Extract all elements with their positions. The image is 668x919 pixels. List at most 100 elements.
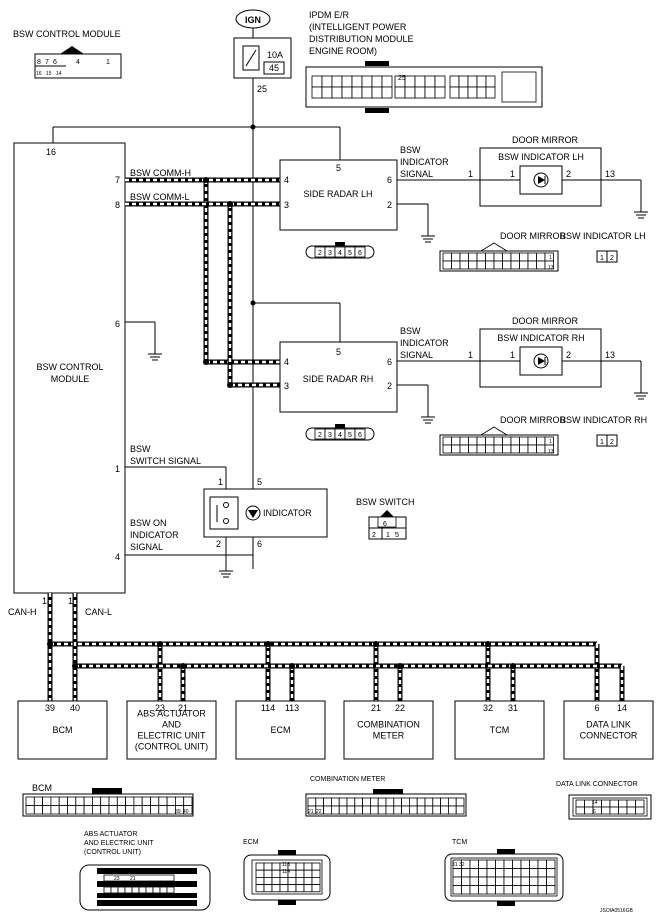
connector-cell	[346, 797, 356, 807]
connector-cell	[467, 75, 478, 88]
connector-cell	[295, 884, 305, 893]
connector-cell	[311, 869, 321, 878]
svg-text:IPDM E/R: IPDM E/R	[309, 10, 350, 20]
radar-rh-label: SIDE RADAR RH	[303, 374, 374, 384]
connector-cell	[575, 806, 585, 815]
connector-cell	[461, 868, 471, 878]
connector-cell	[486, 868, 496, 878]
connector-cell	[546, 868, 556, 878]
connector-cell	[125, 805, 135, 815]
radar-connector-pin: 5	[348, 250, 352, 257]
svg-text:(CONTROL UNIT): (CONTROL UNIT)	[84, 849, 141, 856]
connector-cell	[279, 877, 289, 886]
bsw-conn-4: 4	[76, 59, 80, 66]
connector-cell	[485, 252, 495, 262]
svg-text:6: 6	[387, 175, 392, 185]
unit-dlc-box	[563, 700, 654, 760]
svg-text:DOOR MIRROR: DOOR MIRROR	[512, 316, 578, 326]
svg-text:SIGNAL: SIGNAL	[400, 350, 433, 360]
connector-cell	[469, 885, 479, 895]
can-bus	[47, 593, 625, 701]
unit-bcm-pin: 39	[45, 703, 55, 713]
connector-cell	[338, 805, 348, 815]
bsw-module-connector: BSW CONTROL MODULE 8 7 6 4 1 16 15 14	[13, 29, 122, 79]
comm-l-wire-outer	[125, 201, 280, 388]
svg-text:3: 3	[284, 200, 289, 210]
connector-cell	[468, 436, 478, 446]
fuse-block: 10A 45 25	[233, 37, 292, 94]
connector-cell	[183, 796, 193, 806]
connector-cell	[369, 797, 379, 807]
unit-tcm-pin: 32	[483, 703, 493, 713]
connector-cell	[408, 805, 418, 815]
connector-cell	[393, 797, 402, 807]
connector-cell	[485, 444, 495, 454]
svg-text:2: 2	[216, 539, 221, 549]
svg-text:13: 13	[605, 350, 615, 360]
connector-cell	[338, 797, 348, 807]
connector-cell	[271, 869, 281, 878]
connector-cell	[341, 86, 353, 99]
svg-text:1: 1	[510, 350, 515, 360]
radar-connector-pin: 3	[328, 432, 332, 439]
connector-cell	[529, 876, 539, 886]
unit-abs-box	[126, 700, 217, 760]
connector-cell	[295, 877, 305, 886]
connector-cell	[626, 799, 636, 808]
unit-abs-pin: 21	[178, 703, 188, 713]
connector-cell	[469, 859, 479, 869]
connector-cell	[609, 806, 619, 815]
connector-cell	[100, 796, 110, 806]
comm-l-label: BSW COMM-L	[130, 192, 190, 202]
connector-cell	[486, 859, 496, 869]
connector-cell	[495, 885, 505, 895]
svg-text:6: 6	[387, 357, 392, 367]
connector-cell	[486, 885, 496, 895]
connector-cell	[442, 444, 452, 454]
can-l-label: CAN-L	[85, 607, 112, 617]
unit-ecm-box	[235, 700, 326, 760]
svg-text:BSW: BSW	[400, 326, 421, 336]
connector-cell	[527, 252, 537, 262]
bsw-pin-4: 4	[115, 552, 120, 562]
connector-cell	[83, 805, 93, 815]
connector-cell	[158, 796, 168, 806]
connector-cell	[381, 75, 393, 88]
radar-connector-pin: 6	[358, 250, 362, 257]
connector-cell	[346, 805, 356, 815]
connector-cell	[447, 805, 457, 815]
connector-cell	[255, 862, 265, 871]
connector-cell	[404, 75, 416, 88]
connector-cell	[323, 797, 332, 807]
connector-cell	[330, 805, 340, 815]
svg-text:2: 2	[387, 381, 392, 391]
connector-cell	[493, 436, 503, 446]
connector-cell	[42, 796, 52, 806]
radar-connector-cell	[354, 428, 366, 440]
connector-cell	[287, 877, 297, 886]
connector-cell	[447, 797, 457, 807]
fuse-rating: 10A	[267, 50, 283, 60]
connector-cell	[351, 86, 363, 99]
connector-cell	[424, 805, 434, 815]
can-splice-7	[289, 663, 295, 669]
bsw-conn-16: 16	[36, 71, 42, 77]
connector-cell	[455, 805, 465, 815]
bsw-conn-7: 7	[45, 59, 49, 66]
connector-cell	[432, 805, 441, 815]
connector-cell	[311, 877, 321, 886]
svg-text:5: 5	[257, 477, 262, 487]
connector-cell	[510, 252, 520, 262]
connector-cell	[476, 436, 486, 446]
connector-cell	[414, 75, 426, 88]
connector-cell	[536, 252, 546, 262]
svg-text:113: 113	[282, 862, 290, 868]
connector-cell	[512, 876, 522, 886]
svg-text:22: 22	[316, 809, 322, 815]
connector-cell	[303, 877, 313, 886]
switch-signals: BSW SWITCH SIGNAL BSW ON INDICATOR SIGNA…	[125, 444, 253, 578]
unit-abs-pin: 23	[155, 703, 165, 713]
abs-connector: ABS ACTUATOR AND ELECTRIC UNIT (CONTROL …	[79, 831, 211, 911]
